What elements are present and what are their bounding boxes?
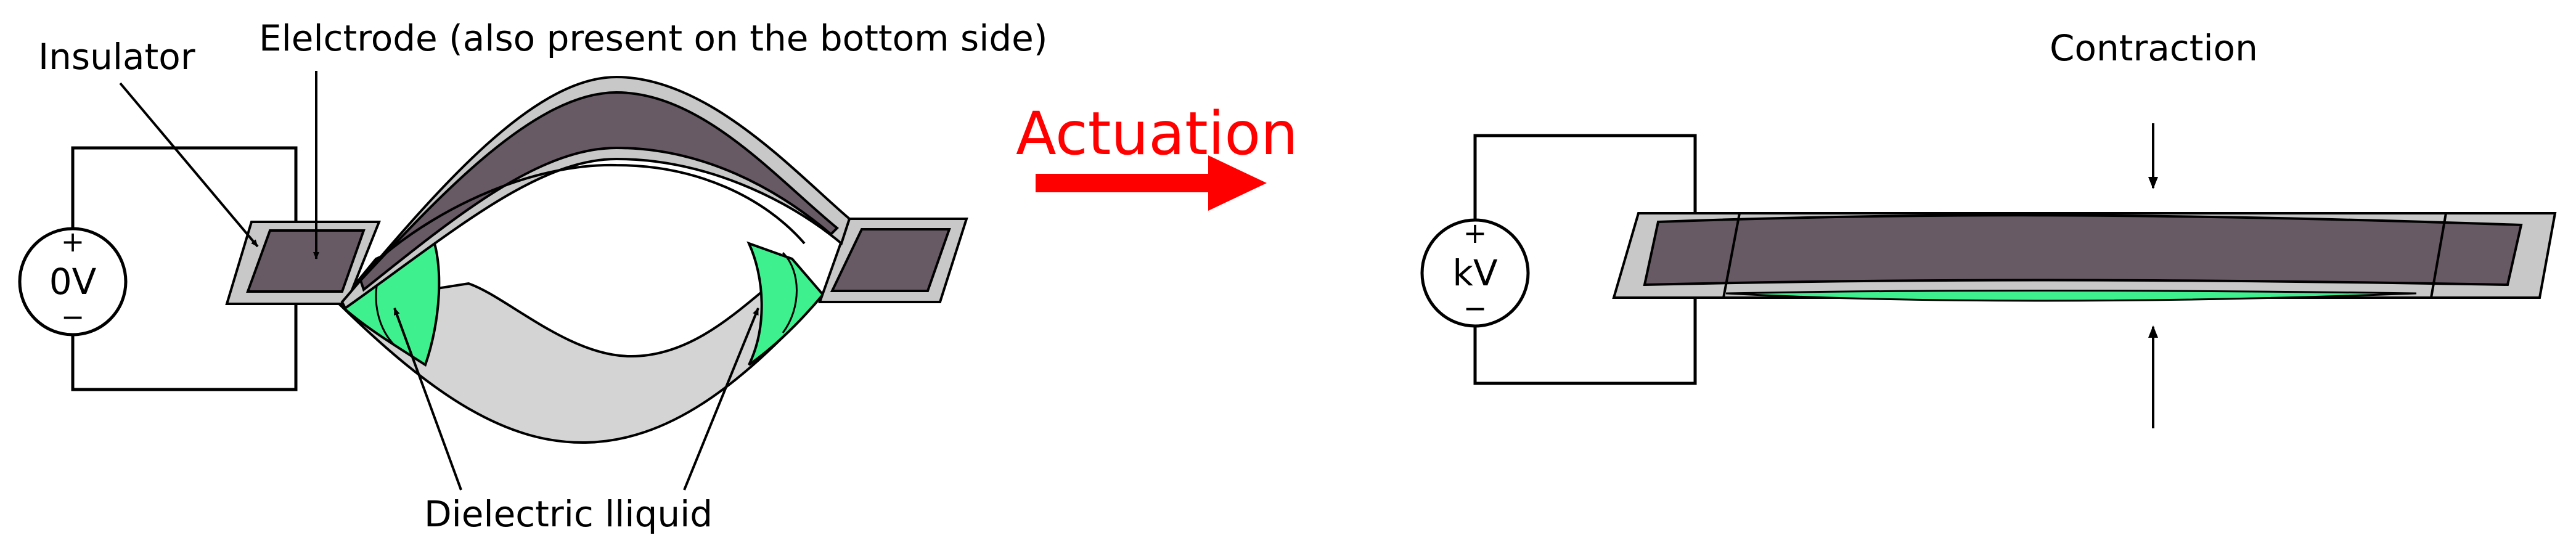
liquid-right-fold xyxy=(782,251,798,333)
label-contraction: Contraction xyxy=(2050,27,2258,69)
dielectric-leader-right xyxy=(683,308,759,491)
label-insulator: Insulator xyxy=(38,36,195,78)
circuit-wire-left xyxy=(71,146,298,391)
actuated-state: + kV − Contraction xyxy=(1420,27,2557,428)
actuation-arrow xyxy=(1036,155,1267,211)
label-actuation: Actuation xyxy=(1016,99,1298,168)
right-electrode xyxy=(830,228,951,292)
source-plus-sign: + xyxy=(61,225,85,258)
dielectric-liquid-left xyxy=(337,232,441,367)
voltage-source-0v: + 0V − xyxy=(18,225,128,337)
flat-electrode xyxy=(1643,214,2523,287)
electrode-seam-left xyxy=(1722,213,1741,298)
source-minus-sign: − xyxy=(61,300,85,333)
label-electrode: Elelctrode (also present on the bottom s… xyxy=(259,17,1047,59)
inner-arch-edge xyxy=(378,163,806,260)
electrode-seam-right xyxy=(2430,213,2447,298)
source-plus-sign: + xyxy=(1463,216,1487,250)
dielectric-liquid-right xyxy=(746,241,825,366)
voltage-source-circle xyxy=(1420,218,1530,328)
label-dielectric-liquid: Dielectric lliquid xyxy=(424,493,713,535)
voltage-source-kv: + kV − xyxy=(1420,216,1530,328)
source-minus-sign: − xyxy=(1463,292,1487,325)
relaxed-state: + 0V − Insulator Elelctrode (also presen… xyxy=(18,17,1047,535)
source-voltage-label: 0V xyxy=(49,261,97,303)
dielectric-leader-left xyxy=(393,308,462,491)
source-voltage-label: kV xyxy=(1452,252,1498,294)
insulator-leader-line xyxy=(119,82,259,248)
actuation-indicator: Actuation xyxy=(1016,99,1298,211)
left-electrode xyxy=(246,229,366,293)
circuit-wire-right xyxy=(1473,134,1697,385)
voltage-source-circle xyxy=(18,227,128,337)
dielectric-liquid-flattened xyxy=(1725,290,2417,302)
top-arch-electrode xyxy=(359,91,839,292)
